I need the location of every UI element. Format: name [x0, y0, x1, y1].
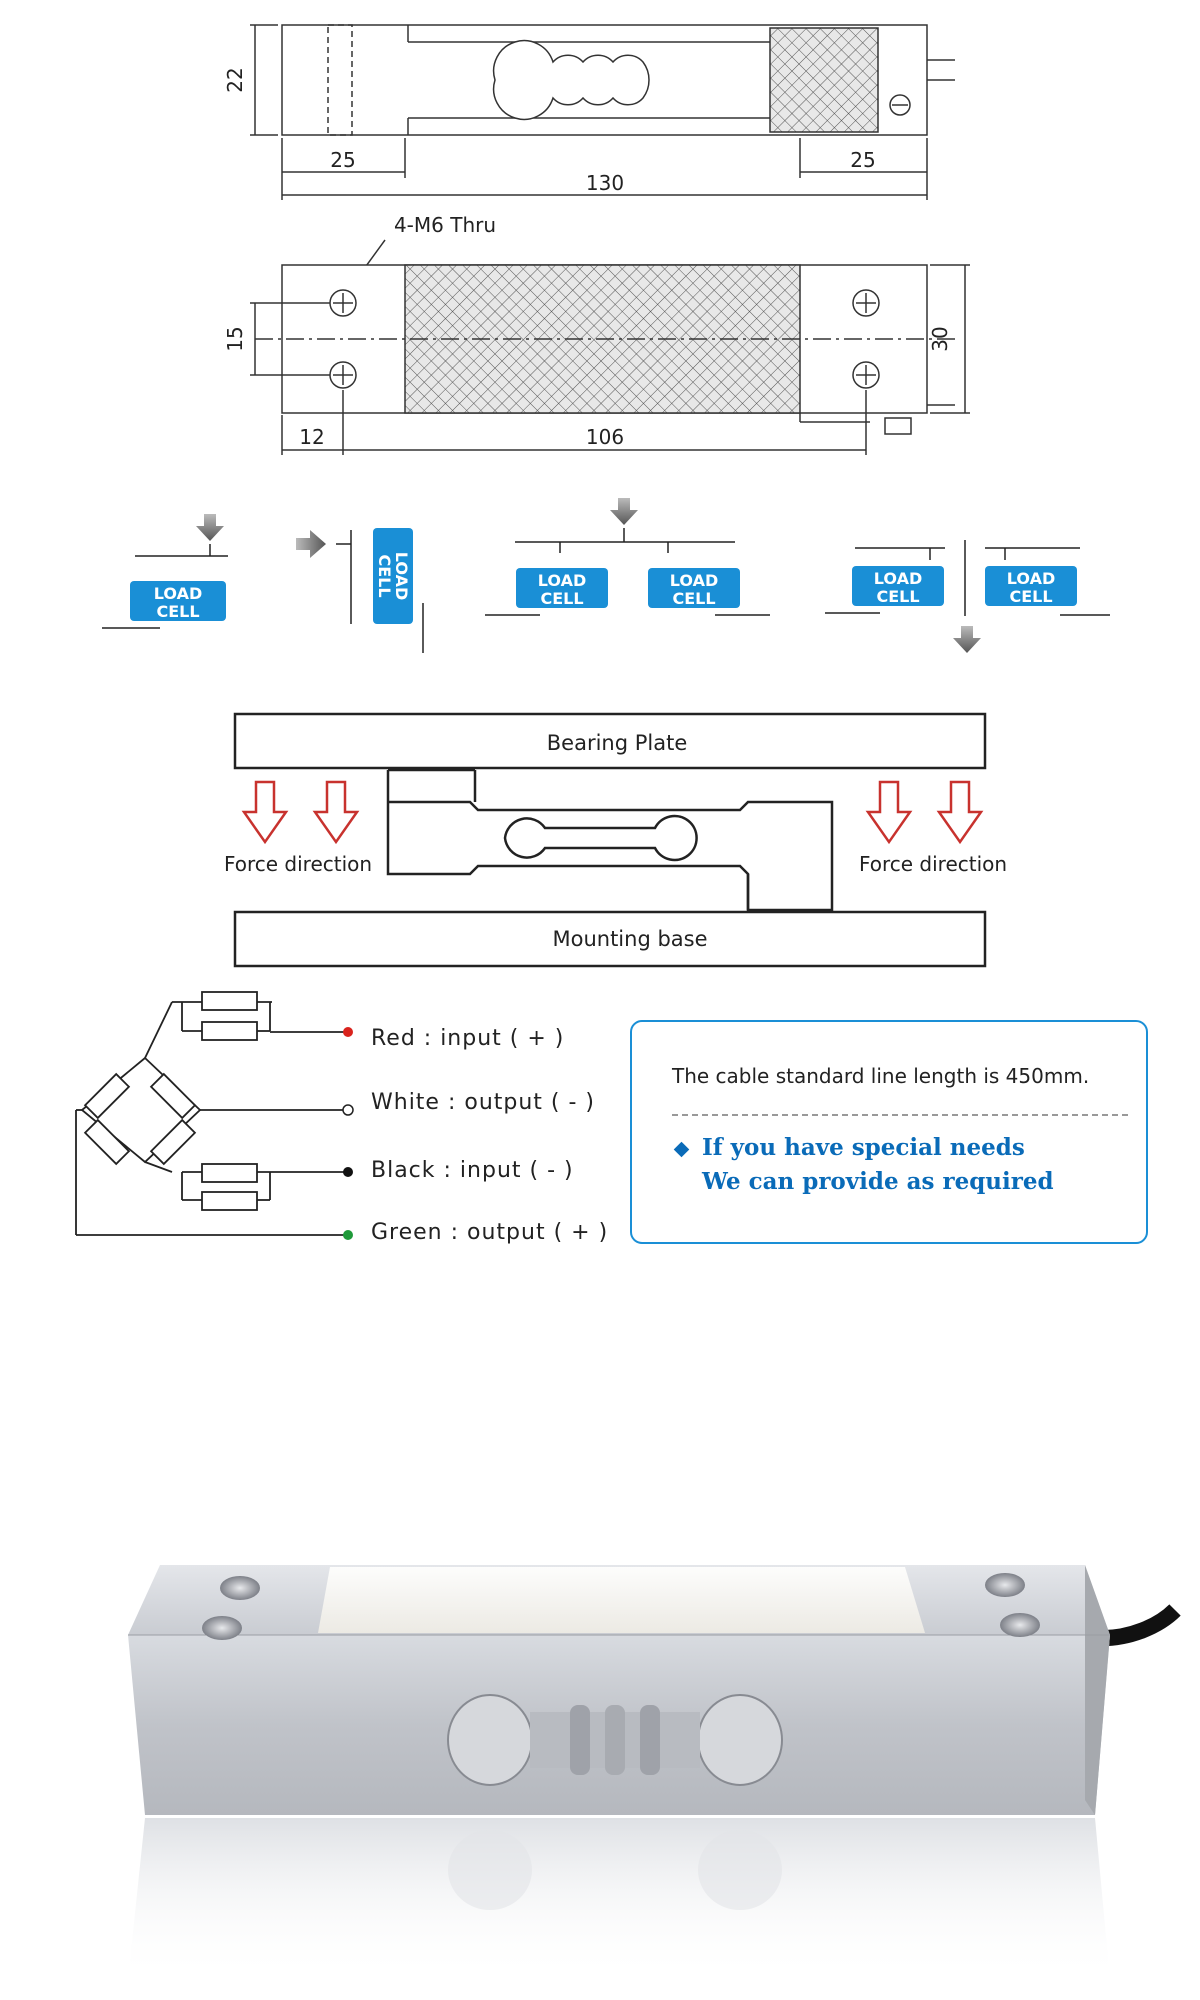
mounting-methods: LOAD CELL LOAD CELL LOAD CELL LOAD CELL	[102, 498, 1110, 653]
hole-label: 4-M6 Thru	[394, 213, 496, 237]
mount-method-2: LOAD CELL	[296, 528, 424, 653]
badge-line1: LOAD	[874, 569, 922, 588]
green-terminal	[343, 1230, 353, 1240]
wire-label-green: Green : output ( + )	[371, 1220, 609, 1245]
right-arrow-icon	[296, 530, 326, 558]
product-photo	[128, 1565, 1181, 1980]
special-needs-line1: If you have special needs	[702, 1134, 1025, 1161]
down-arrow-icon	[953, 626, 981, 653]
badge-line1: LOAD	[1007, 569, 1055, 588]
technical-drawing: 22 25 25 130 4-M6 Thru 15 30 12 106	[223, 24, 970, 455]
load-cell-badge	[852, 566, 944, 606]
white-terminal	[342, 1104, 354, 1116]
load-cell-badge	[985, 566, 1077, 606]
note-box: The cable standard line length is 450mm.…	[630, 1020, 1148, 1244]
diamond-icon	[673, 1141, 690, 1158]
black-terminal	[343, 1167, 353, 1177]
badge-line2: CELL	[1009, 587, 1052, 606]
strain-cutout	[447, 1694, 783, 1786]
force-arrow-icon	[936, 780, 984, 845]
special-needs-line2: We can provide as required	[702, 1168, 1054, 1195]
dim-width: 30	[928, 326, 952, 351]
force-arrow-icon	[865, 780, 913, 845]
force-right-label: Force direction	[859, 852, 1007, 876]
force-diagram: Bearing Plate Mounting base Force direct…	[224, 712, 1007, 968]
bearing-plate	[233, 712, 987, 770]
force-arrow-icon	[241, 780, 289, 845]
load-cell-badge	[373, 528, 413, 624]
badge-line1: LOAD	[538, 571, 586, 590]
dim-height: 22	[223, 67, 247, 92]
badge-line2: CELL	[375, 554, 394, 597]
load-cell-badge	[648, 568, 740, 608]
dim-left: 25	[330, 148, 355, 172]
load-cell-body	[386, 768, 834, 912]
mount-method-1: LOAD CELL	[102, 514, 228, 629]
badge-line2: CELL	[672, 589, 715, 608]
dashed-divider	[672, 1114, 1128, 1116]
load-cell-badge	[516, 568, 608, 608]
badge-line1: LOAD	[670, 571, 718, 590]
top-view	[250, 239, 970, 455]
dim-hole-spacing: 15	[223, 326, 247, 351]
reflection	[128, 1818, 1110, 1980]
load-cell-badge	[130, 581, 226, 621]
wiring-diagram	[75, 991, 354, 1240]
badge-line2: CELL	[876, 587, 919, 606]
badge-line1: LOAD	[154, 584, 202, 603]
wire-label-red: Red : input ( + )	[371, 1026, 565, 1051]
sensor-pad	[318, 1567, 925, 1633]
force-arrow-icon	[312, 780, 360, 845]
dim-span: 106	[586, 425, 624, 449]
cable-length-text: The cable standard line length is 450mm.	[672, 1064, 1090, 1088]
dim-length: 130	[586, 171, 624, 195]
dim-right: 25	[850, 148, 875, 172]
wire-label-white: White : output ( - )	[371, 1090, 596, 1115]
badge-line2: CELL	[156, 602, 199, 621]
bearing-plate-label: Bearing Plate	[547, 731, 688, 755]
force-left-label: Force direction	[224, 852, 372, 876]
mount-method-4: LOAD CELL LOAD CELL	[825, 540, 1110, 653]
mounting-base	[233, 910, 987, 968]
badge-line2: CELL	[540, 589, 583, 608]
wire-label-black: Black : input ( - )	[371, 1158, 574, 1183]
badge-line1: LOAD	[392, 552, 411, 600]
red-terminal	[343, 1027, 353, 1037]
down-arrow-icon	[610, 498, 638, 525]
mount-method-3: LOAD CELL LOAD CELL	[485, 498, 770, 616]
mounting-hole-icon	[202, 1573, 1040, 1640]
side-view	[250, 24, 955, 200]
dim-edge: 12	[299, 425, 324, 449]
mounting-base-label: Mounting base	[552, 927, 707, 951]
down-arrow-icon	[196, 514, 224, 541]
